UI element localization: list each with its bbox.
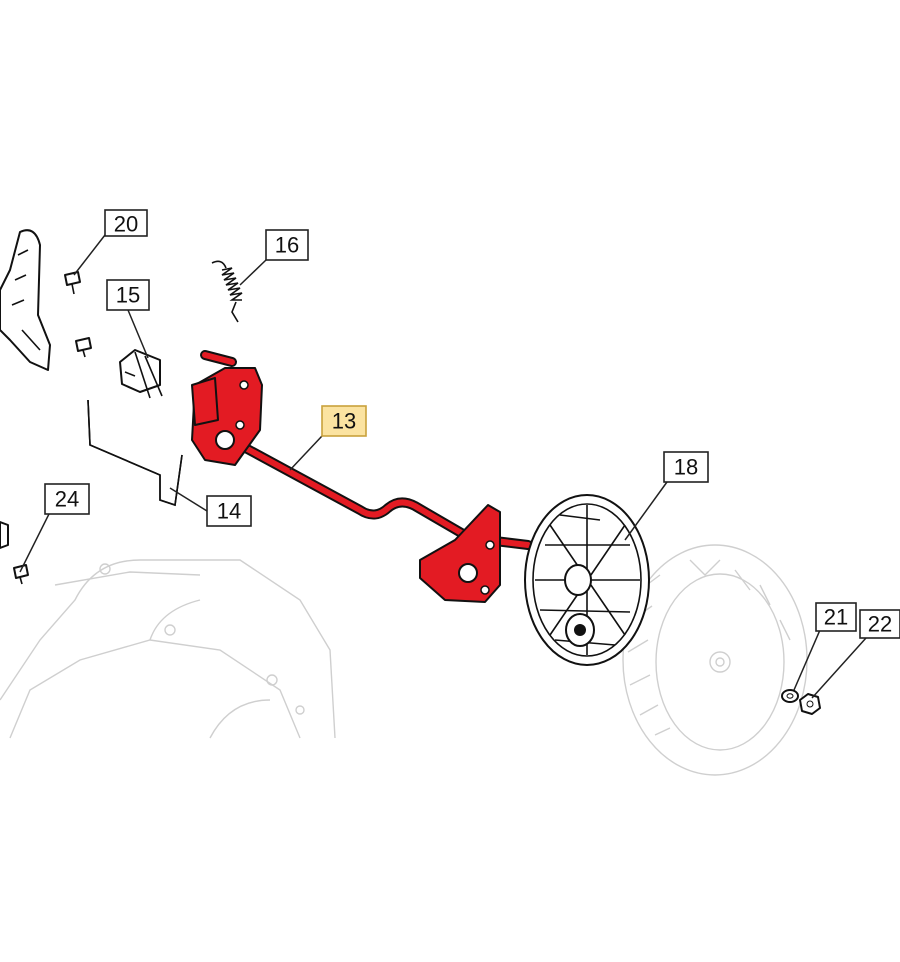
callout-22: 22	[859, 609, 900, 639]
callout-label: 21	[824, 605, 848, 630]
part-hub-cover	[524, 494, 650, 666]
callout-14: 14	[206, 495, 252, 527]
callout-18: 18	[663, 451, 709, 483]
part-spring	[211, 260, 243, 323]
part-clip	[119, 349, 163, 399]
callout-label: 14	[217, 499, 241, 524]
callout-label: 20	[114, 212, 138, 237]
part-handle-bracket	[0, 229, 51, 371]
callout-21: 21	[815, 602, 857, 632]
part-nut	[799, 693, 821, 715]
callout-label: 24	[55, 487, 79, 512]
callout-label: 13	[332, 409, 356, 434]
part-screw-24	[0, 521, 29, 585]
part-screw-20	[64, 271, 81, 295]
callout-label: 16	[275, 233, 299, 258]
callout-label: 15	[116, 283, 140, 308]
mower-deck-ghost	[0, 559, 336, 739]
leader-lines	[19, 234, 867, 699]
wheel-tire-ghost	[622, 544, 808, 776]
callout-label: 22	[868, 612, 892, 637]
callout-13: 13	[321, 405, 367, 437]
callout-24: 24	[44, 483, 90, 515]
callout-16: 16	[265, 229, 309, 261]
callout-15: 15	[106, 279, 150, 311]
part-screw-15	[75, 337, 92, 358]
part-bent-rod	[87, 399, 183, 507]
callout-20: 20	[104, 209, 148, 237]
part-washer	[781, 689, 799, 703]
callout-label: 18	[674, 455, 698, 480]
part-axle-assembly-highlighted	[191, 350, 533, 603]
